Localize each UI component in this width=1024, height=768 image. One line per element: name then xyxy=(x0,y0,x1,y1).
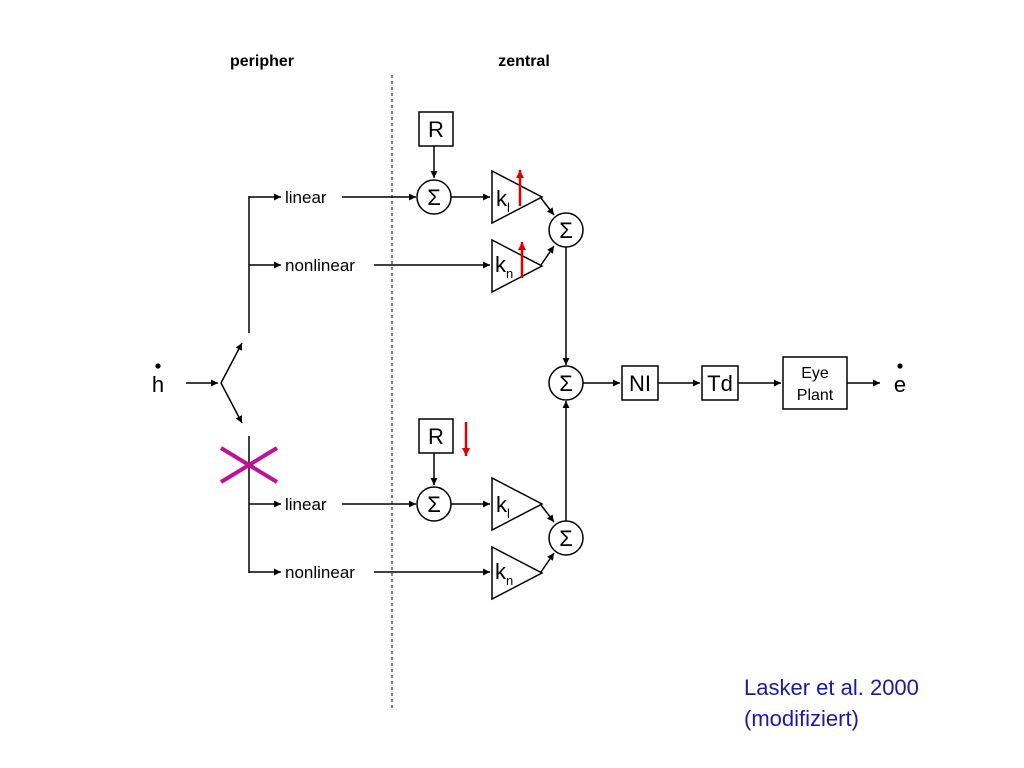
upper-kl-to-combine xyxy=(540,197,555,216)
upper-nonlinear-label: nonlinear xyxy=(285,256,355,275)
lower-kn-to-combine xyxy=(540,552,555,573)
lower-gain-kl-triangle xyxy=(491,476,544,532)
lower-r-box xyxy=(418,418,454,454)
header-peripheral: peripher xyxy=(230,53,294,70)
input-h-label: h xyxy=(152,372,164,397)
output-dot xyxy=(897,363,903,369)
upper-r-box xyxy=(418,111,454,147)
citation-line2: (modifiziert) xyxy=(744,706,859,731)
upper-gain-kn-triangle xyxy=(491,238,544,294)
upper-sum-symbol: Σ xyxy=(427,185,441,210)
eye-plant-label-line2: Plant xyxy=(797,387,834,404)
nl-box xyxy=(621,365,659,401)
lower-combine-sum-symbol: Σ xyxy=(559,526,573,551)
lesion-cross xyxy=(219,446,279,484)
lower-gain-kn-label: kn xyxy=(495,559,513,588)
upper-kn-to-combine xyxy=(540,245,555,266)
input-dot xyxy=(155,363,161,369)
lower-kl-to-combine xyxy=(540,504,555,523)
lower-nonlinear-label: nonlinear xyxy=(285,563,355,582)
upper-combine-sum-symbol: Σ xyxy=(559,218,573,243)
upper-gain-kn-label: kn xyxy=(495,252,513,281)
eye-plant-label-line1: Eye xyxy=(801,365,829,382)
lower-gain-kn-triangle xyxy=(491,545,544,601)
upper-linear-label: linear xyxy=(285,188,327,207)
upper-r-label: R xyxy=(428,117,444,142)
lower-sum-symbol: Σ xyxy=(427,492,441,517)
upper-gain-kl-label: kl xyxy=(496,186,510,215)
header-central: zentral xyxy=(498,53,550,70)
nl-label: NI xyxy=(629,371,651,396)
citation-line1: Lasker et al. 2000 xyxy=(744,675,919,700)
branch-down-arrow xyxy=(220,382,243,424)
td-label: Td xyxy=(707,371,733,396)
upper-gain-kl-triangle xyxy=(491,169,544,225)
lower-r-label: R xyxy=(428,424,444,449)
output-e-label: e xyxy=(894,372,906,397)
branch-up-arrow xyxy=(220,342,243,384)
lower-gain-kl-label: kl xyxy=(496,492,510,521)
lower-linear-label: linear xyxy=(285,495,327,514)
main-sum-symbol: Σ xyxy=(559,371,573,396)
